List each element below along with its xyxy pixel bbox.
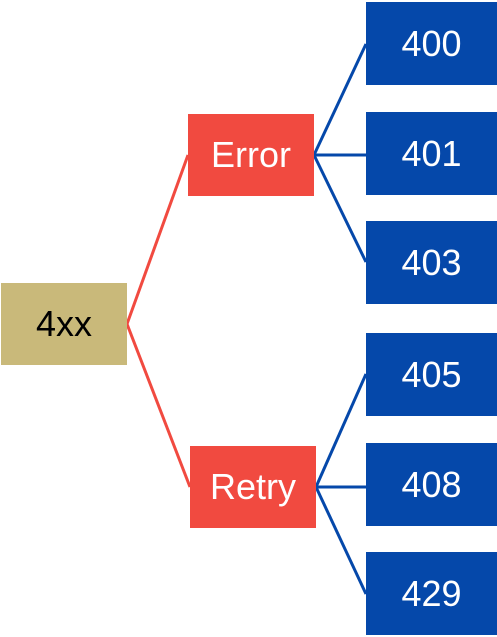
leaf-node-405: 405 [366,333,497,416]
category-node-retry-label: Retry [209,466,296,507]
connector-retry-429 [314,486,368,595]
leaf-node-403: 403 [366,221,497,304]
leaf-node-label: 401 [401,132,462,174]
leaf-node-400: 400 [366,2,497,85]
connector-root-error [125,154,190,325]
category-node-retry: Retry [190,446,316,528]
leaf-node-label: 403 [401,241,462,283]
root-node-label: 4xx [35,303,93,344]
category-node-error: Error [188,114,314,196]
leaf-node-408: 408 [366,443,497,526]
root-node-4xx: 4xx [1,283,127,365]
leaf-node-label: 405 [401,353,462,395]
leaf-node-label: 408 [401,463,462,505]
leaf-node-label: 400 [401,22,462,64]
connector-retry-405 [314,373,368,488]
leaf-node-401: 401 [366,112,497,195]
leaf-node-label: 429 [401,572,462,614]
leaf-node-429: 429 [366,552,497,635]
category-node-error-label: Error [211,134,291,175]
connector-error-400 [312,43,368,156]
connector-error-403 [312,154,368,263]
connector-root-retry [125,323,192,488]
